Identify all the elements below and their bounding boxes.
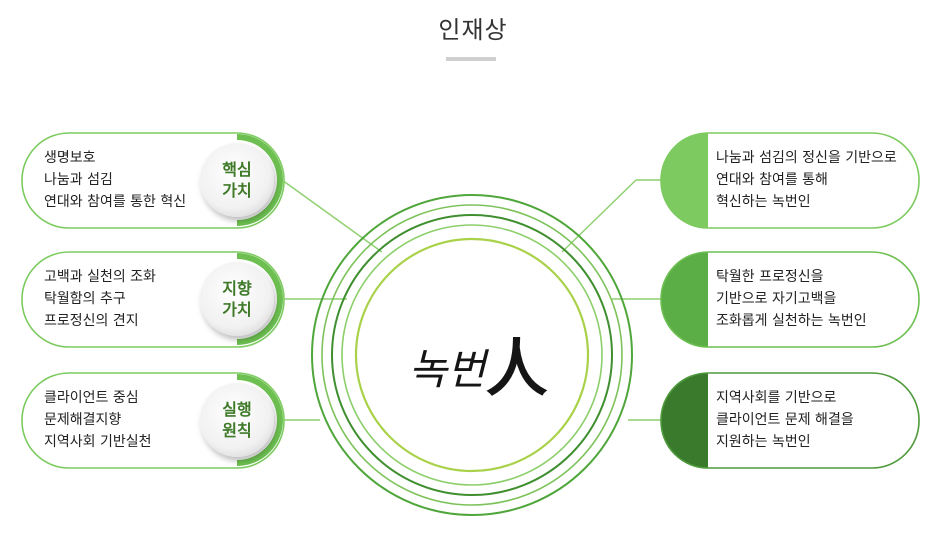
badge-target-value-label: 지향 가치 (202, 278, 272, 320)
center-arc-2 (321, 204, 623, 506)
page-title: 인재상 (438, 16, 508, 44)
center-arc-outer (311, 194, 633, 516)
badge-line: 지향 (222, 279, 252, 298)
center-circles (311, 194, 633, 516)
right-item: 기반으로 자기고백을 (716, 291, 837, 307)
right-pill-1-group (660, 132, 920, 229)
right-pill-3-accent (660, 373, 708, 468)
badge-core-value (200, 143, 274, 217)
right-pill-1-accent (660, 133, 708, 228)
title-underline (446, 57, 496, 61)
connector-lines (281, 179, 662, 421)
right-item: 지원하는 녹번인 (716, 434, 811, 450)
right-pill-1-text: 나눔과 섬김의 정신을 기반으로 연대와 참여를 통해 혁신하는 녹번인 (716, 147, 897, 213)
badge-line: 실행 (222, 400, 252, 419)
logo-suffix: 人 (485, 332, 548, 405)
left-item: 생명보호 (44, 150, 96, 166)
right-item: 지역사회를 기반으로 (716, 390, 837, 406)
center-arc-3 (331, 214, 613, 496)
badge-line: 원칙 (222, 421, 252, 440)
center-arc-4 (341, 224, 603, 486)
left-item: 문제해결지향 (44, 412, 122, 428)
left-item: 지역사회 기반실천 (44, 434, 152, 450)
right-pill-2 (660, 251, 920, 348)
center-circle-inner (354, 237, 590, 473)
left-item: 탁월함의 추구 (44, 291, 126, 307)
right-pill-3 (660, 372, 920, 469)
right-pill-2-group (660, 251, 920, 348)
badge-ring-1 (236, 134, 283, 226)
badge-ring-3 (236, 374, 283, 466)
badge-line: 핵심 (222, 160, 252, 179)
left-pill-3-text: 클라이언트 중심 문제해결지향 지역사회 기반실천 (44, 387, 152, 453)
badge-execution-principle (200, 383, 274, 457)
badge-line: 가치 (222, 300, 252, 319)
left-item: 연대와 참여를 통한 혁신 (44, 194, 187, 210)
right-item: 나눔과 섬김의 정신을 기반으로 (716, 150, 897, 166)
left-pill-1-text: 생명보호 나눔과 섬김 연대와 참여를 통한 혁신 (44, 147, 186, 213)
badge-ring-2 (236, 253, 283, 345)
right-item: 조화롭게 실천하는 녹번인 (716, 313, 867, 329)
left-item: 프로정신의 견지 (44, 313, 139, 329)
right-item: 클라이언트 문제 해결을 (716, 412, 854, 428)
badges (200, 143, 274, 457)
right-item: 혁신하는 녹번인 (716, 194, 811, 210)
right-pill-2-accent (660, 252, 708, 347)
left-pill-2-text: 고백과 실천의 조화 탁월함의 추구 프로정신의 견지 (44, 266, 156, 332)
right-item: 연대와 참여를 통해 (716, 172, 828, 188)
center-logo: 녹번人 (393, 318, 563, 408)
right-pill-3-text: 지역사회를 기반으로 클라이언트 문제 해결을 지원하는 녹번인 (716, 387, 854, 453)
left-item: 고백과 실천의 조화 (44, 269, 156, 285)
right-pill-1 (660, 132, 920, 229)
badge-core-value-label: 핵심 가치 (202, 159, 272, 201)
logo-prefix: 녹번 (408, 345, 486, 394)
right-item: 탁월한 프로정신을 (716, 269, 824, 285)
badge-rings (236, 134, 283, 466)
badge-execution-principle-label: 실행 원칙 (202, 399, 272, 441)
badge-line: 가치 (222, 181, 252, 200)
right-pill-3-group (660, 372, 920, 469)
badge-target-value (200, 262, 274, 336)
right-pill-2-text: 탁월한 프로정신을 기반으로 자기고백을 조화롭게 실천하는 녹번인 (716, 266, 867, 332)
connector-right-top-diag (561, 179, 637, 253)
left-item: 나눔과 섬김 (44, 172, 113, 188)
connector-left-top (281, 179, 383, 253)
left-item: 클라이언트 중심 (44, 390, 139, 406)
